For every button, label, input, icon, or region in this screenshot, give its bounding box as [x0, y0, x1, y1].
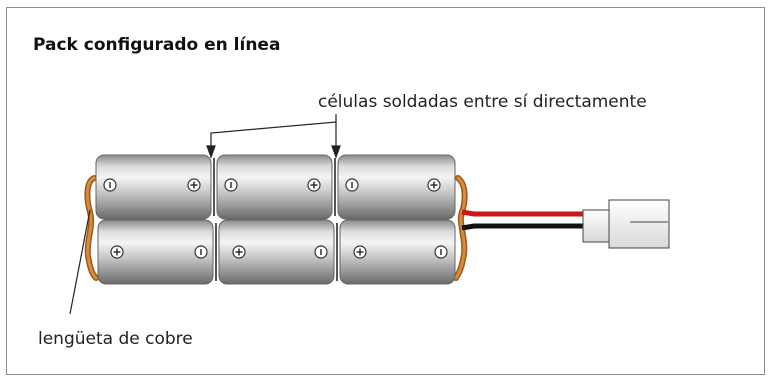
terminal-symbols-bottom [113, 248, 442, 256]
weld-seams [213, 158, 338, 281]
cell-bottom-3 [339, 219, 456, 285]
cell-top-2 [216, 154, 333, 220]
page-title: Pack configurado en línea [33, 35, 281, 55]
cell-top-3 [337, 154, 456, 220]
cell-bottom-1 [97, 219, 214, 285]
copper-tab-label: lengüeta de cobre [38, 329, 193, 349]
output-wires [461, 209, 586, 231]
connector [582, 199, 670, 249]
right-copper-tab [453, 175, 468, 281]
left-copper-tab [84, 175, 99, 281]
terminal-symbols-top [109, 181, 438, 189]
cell-bottom-2 [218, 219, 335, 285]
callout-arrows [206, 114, 341, 159]
welded-cells-label: células soldadas entre sí directamente [318, 92, 647, 112]
cell-top-1 [95, 154, 212, 220]
copper-tab-leader [69, 209, 91, 315]
